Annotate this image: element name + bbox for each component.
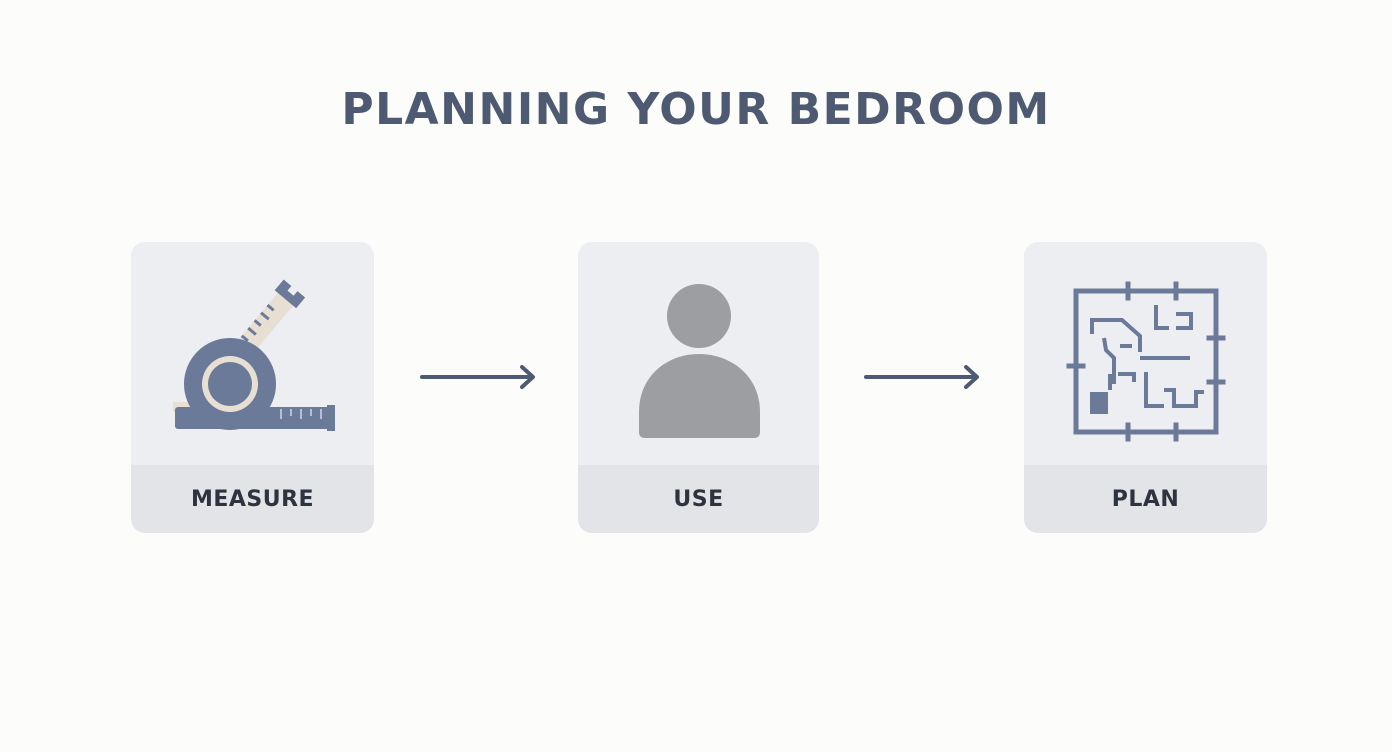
- step-label-band: USE: [578, 465, 819, 533]
- step-icon-area: [578, 242, 819, 465]
- arrow-right-icon: [864, 365, 979, 389]
- step-label-band: PLAN: [1024, 465, 1267, 533]
- step-card-plan: PLAN: [1024, 242, 1267, 533]
- arrow-right-icon: [420, 365, 535, 389]
- diagram-title: PLANNING YOUR BEDROOM: [341, 84, 1051, 135]
- step-label-use: USE: [673, 486, 724, 512]
- step-label-band: MEASURE: [131, 465, 374, 533]
- step-label-measure: MEASURE: [190, 486, 315, 512]
- tape-measure-icon: [173, 279, 335, 431]
- step-icon-area: [131, 242, 374, 465]
- step-card-use: USE: [578, 242, 819, 533]
- person-icon: [639, 284, 760, 438]
- step-card-measure: MEASURE: [131, 242, 374, 533]
- step-label-plan: PLAN: [1111, 486, 1180, 512]
- step-icon-area: [1024, 242, 1267, 465]
- floor-plan-icon: [1066, 281, 1226, 442]
